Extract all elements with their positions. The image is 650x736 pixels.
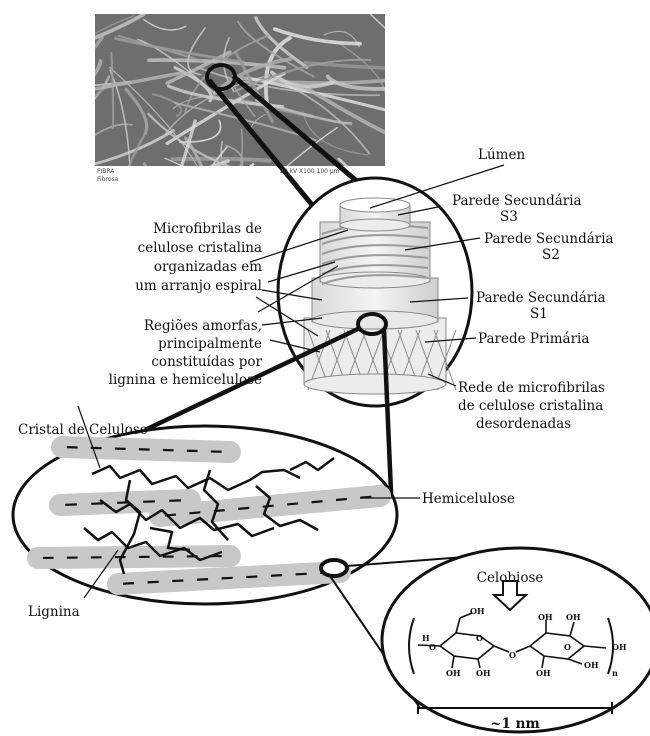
cellulose-chain-dash [296, 574, 307, 575]
atom-o-ring2: O [564, 642, 571, 652]
cellulose-chain-dash [189, 512, 200, 513]
label-microfibrils-line3: organizadas em [154, 259, 262, 275]
label-amorphous-line1: Regiões amorfas, [144, 318, 262, 334]
atom-oh-1: OH [470, 606, 485, 616]
label-amorphous-line3: constituídas por [151, 354, 262, 370]
atom-oh-7: OH [584, 660, 599, 670]
cellulose-chain-dash [246, 576, 257, 577]
label-microfibrils-line1: Microfibrilas de [153, 221, 262, 237]
atom-oh-2: OH [446, 668, 461, 678]
atom-n: n [612, 668, 618, 678]
cellulose-chain-dash [222, 578, 233, 579]
label-lignin: Lignina [28, 604, 80, 620]
label-s2-line1: Parede Secundária [484, 231, 614, 247]
label-network-line3: desordenadas [476, 416, 571, 432]
label-s1-line2: S1 [530, 306, 548, 322]
atom-o-ring1: O [476, 633, 483, 643]
cellulose-chain-dash [172, 580, 183, 581]
sem-fiber-strand [172, 159, 270, 161]
atom-oh-4: OH [538, 612, 553, 622]
label-microfibrils-line4: um arranjo espiral [135, 278, 262, 294]
label-primary-wall: Parede Primária [478, 331, 589, 347]
label-amorphous-line4: lignina e hemicelulose [109, 372, 262, 388]
atom-oh-3: OH [476, 668, 491, 678]
cellulose-chain-dash [271, 575, 282, 576]
cellulose-chain-dash [238, 508, 249, 509]
label-s3-line2: S3 [500, 209, 518, 225]
label-cellulose-crystal: Cristal de Celulose [18, 422, 148, 438]
label-lumen: Lúmen [478, 147, 525, 163]
sem-fiber-strand [10, 37, 102, 109]
fibril-zoom-circle [321, 560, 347, 576]
atom-o-bridge: O [509, 650, 516, 660]
label-network-line2: de celulose cristalina [458, 398, 603, 414]
cellulose-chain-dash [197, 579, 208, 580]
label-amorphous-line2: principalmente [158, 336, 262, 352]
cellulose-chain-dash [312, 501, 323, 502]
label-s2-line2: S2 [542, 247, 560, 263]
label-scale: ~1 nm [490, 716, 540, 732]
atom-oh-6: OH [536, 668, 551, 678]
cellulose-chain-dash [148, 582, 159, 583]
label-cellobiose: Celobiose [477, 570, 544, 586]
label-microfibrils-line2: celulose cristalina [138, 240, 262, 256]
cellulose-chain-dash [336, 499, 347, 500]
cellulose-chain-dash [123, 583, 134, 584]
sem-caption-right: 20 kV X100 100 µm [280, 168, 340, 175]
cellulose-chain-dash [287, 503, 298, 504]
sem-caption-left: FIBRA [97, 168, 115, 175]
atom-oh-5: OH [566, 612, 581, 622]
label-network-line1: Rede de microfibrilas [458, 380, 605, 396]
atom-o-left: O [429, 642, 436, 652]
sem-caption-left2: Fibrosa [97, 176, 119, 183]
label-hemicellulose: Hemicelulose [422, 491, 515, 507]
label-s1-line1: Parede Secundária [476, 290, 606, 306]
label-s3-line1: Parede Secundária [452, 193, 582, 209]
atom-oh-end: OH [612, 642, 627, 652]
